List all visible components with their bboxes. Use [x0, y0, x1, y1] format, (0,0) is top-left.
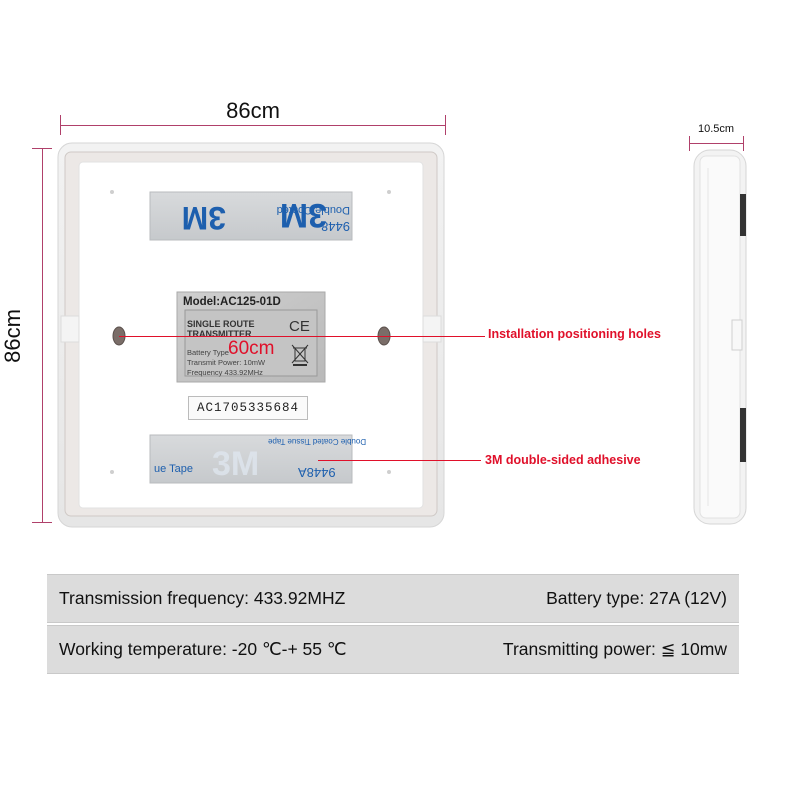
label-power: Transmit Power: 10mW — [187, 358, 266, 367]
width-line — [60, 125, 446, 126]
top-tape-desc: Double Coated — [276, 204, 350, 216]
bottom-tape-brand: 3M — [212, 445, 260, 483]
callout-adhesive: 3M double-sided adhesive — [485, 453, 641, 467]
ce-mark: CE — [289, 318, 310, 335]
bottom-adhesive-tape — [149, 434, 353, 484]
spec-frequency: Transmission frequency: 433.92MHZ — [59, 588, 346, 608]
svg-text:3M: 3M — [280, 196, 327, 234]
spec-row-2: Working temperature: -20 ℃-+ 55 ℃ Transm… — [47, 625, 739, 674]
callout-positioning-holes: Installation positioning holes — [488, 327, 661, 341]
height-line — [42, 148, 43, 522]
transmitter-back-panel: 3M — [57, 142, 445, 528]
serial-number: AC1705335684 — [196, 401, 299, 415]
top-tape-brand: 3M — [181, 200, 226, 236]
adhesive-callout-line — [318, 460, 481, 461]
height-dimension: 86cm — [0, 145, 52, 525]
hole-spacing-line — [119, 336, 485, 337]
width-dimension: 86cm — [58, 98, 448, 140]
bottom-tape-left-text: ue Tape — [154, 463, 193, 475]
top-tape-text: 3M 9448 Double Coated — [150, 192, 352, 240]
spec-row-1: Transmission frequency: 433.92MHZ Batter… — [47, 574, 739, 623]
top-tape-code: 9448 — [321, 219, 350, 234]
spec-battery: Battery type: 27A (12V) — [546, 588, 727, 608]
spec-temperature: Working temperature: -20 ℃-+ 55 ℃ — [59, 639, 347, 659]
top-adhesive-tape: 3M — [149, 191, 353, 241]
depth-label: 10.5cm — [697, 123, 735, 135]
depth-dimension: 10.5cm — [686, 118, 746, 158]
label-battery: Battery Type — [187, 348, 229, 357]
spec-power: Transmitting power: ≦ 10mw — [502, 639, 727, 659]
label-frequency: Frequency 433.92MHz — [187, 368, 263, 377]
weee-bin-icon — [291, 344, 309, 366]
serial-sticker: AC1705335684 — [188, 396, 308, 420]
model-label: Model:AC125-01D — [183, 296, 281, 308]
label-plate: Model:AC125-01D SINGLE ROUTE TRANSMITTER… — [177, 292, 325, 382]
label-line2: TRANSMITTER — [187, 329, 252, 339]
bottom-tape-text: 3M ue Tape 9448A Double Coated Tissue Ta… — [150, 435, 366, 483]
bottom-tape-desc: Double Coated Tissue Tape — [268, 437, 367, 446]
bottom-tape-code: 9448A — [298, 465, 336, 480]
hole-spacing-label: 60cm — [228, 338, 275, 359]
label-line1: SINGLE ROUTE — [187, 319, 255, 329]
height-label: 86cm — [0, 309, 25, 363]
transmitter-side-view — [693, 149, 747, 525]
width-label: 86cm — [226, 98, 280, 123]
